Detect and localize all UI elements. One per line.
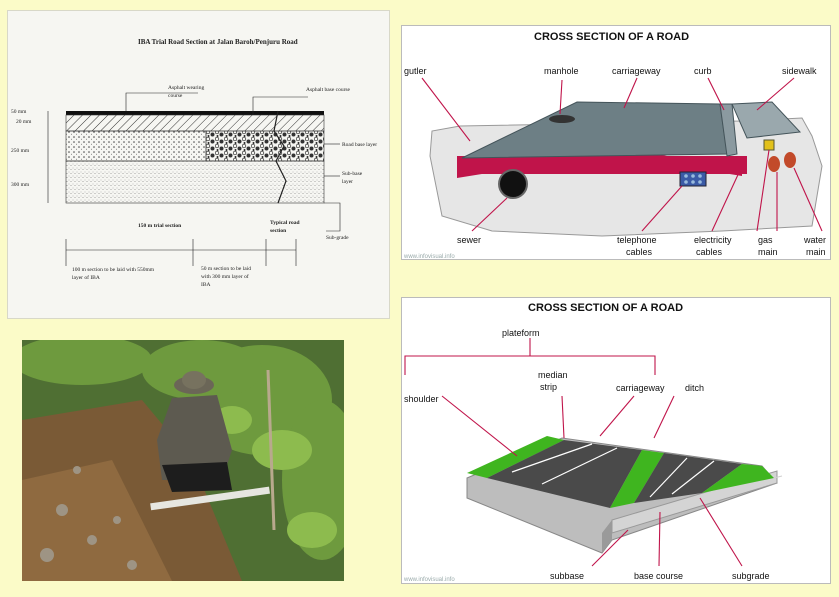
manhole-cover <box>549 115 575 123</box>
person-pants <box>162 462 232 492</box>
label-typical-2: section <box>270 228 286 234</box>
electricity-cable-box <box>763 139 775 151</box>
shoulder-green-right <box>702 464 774 493</box>
label-subbase-2: layer <box>342 179 353 185</box>
dim-250mm: 250 mm <box>11 148 30 154</box>
break-line <box>273 110 287 204</box>
label-median: median <box>538 370 568 380</box>
label-asphalt-wearing: Asphalt wearing <box>168 85 204 91</box>
label-ditch: ditch <box>685 383 704 393</box>
sewer-pipe <box>498 169 528 199</box>
shoulder-green-left <box>467 436 564 478</box>
label-curb: curb <box>694 66 712 76</box>
label-subbase: subbase <box>550 571 584 581</box>
label-typical: Typical road <box>270 220 300 226</box>
label-water: water <box>803 235 826 245</box>
label-carriageway-1: carriageway <box>612 66 661 76</box>
note-1a: 100 m section to be laid with 550mm <box>72 267 155 273</box>
carriageway-left <box>487 440 642 508</box>
label-asphalt-wearing-2: course <box>168 93 183 99</box>
urban-road-cross-section: CROSS SECTION OF A ROAD <box>401 25 831 260</box>
iba-layer <box>65 130 207 162</box>
water-main-pipe <box>784 152 796 168</box>
label-shoulder: shoulder <box>404 394 439 404</box>
dim-20mm: 20 mm <box>16 119 32 125</box>
sidewalk-surface <box>731 101 802 139</box>
label-strip: strip <box>540 382 557 392</box>
dim-50mm: 50 mm <box>11 109 27 115</box>
label-telephone: telephone <box>617 235 657 245</box>
label-electricity: electricity <box>694 235 732 245</box>
drawing-title: IBA Trial Road Section at Jalan Baroh/Pe… <box>138 38 298 46</box>
label-subgrade-rural: subgrade <box>732 571 770 581</box>
stake <box>266 369 276 531</box>
telephone-cable-duct <box>679 171 707 187</box>
label-manhole: manhole <box>544 66 579 76</box>
dim-300mm: 300 mm <box>11 182 30 188</box>
label-carriageway-2: carriageway <box>616 383 665 393</box>
note-2a: 50 m section to be laid <box>201 266 251 272</box>
carriageway-right <box>634 453 742 503</box>
base-course-layer <box>65 114 325 132</box>
label-electricity-2: cables <box>696 247 723 257</box>
label-subbase: Sub-base <box>342 171 363 177</box>
rural-road-cross-section: CROSS SECTION OF A ROAD <box>401 297 831 584</box>
field-survey-photo <box>22 340 344 581</box>
label-plateform: plateform <box>502 328 540 338</box>
label-asphalt-base: Asphalt base course <box>306 87 351 93</box>
trial-road-section-drawing: IBA Trial Road Section at Jalan Baroh/Pe… <box>7 10 390 319</box>
watermark-1: www.infovisual.info <box>403 254 455 260</box>
label-gas: gas <box>758 235 773 245</box>
label-base-course: base course <box>634 571 683 581</box>
plateform-bracket <box>404 355 656 375</box>
note-2c: IBA <box>201 282 211 288</box>
road-base-layer <box>205 130 325 162</box>
label-sidewalk: sidewalk <box>782 66 817 76</box>
label-water-2: main <box>806 247 826 257</box>
cross-section-title-2: CROSS SECTION OF A ROAD <box>528 302 683 314</box>
watermark-2: www.infovisual.info <box>403 577 455 583</box>
person-shirt <box>157 395 232 480</box>
label-gas-2: main <box>758 247 778 257</box>
label-trial-section: 150 m trial section <box>138 223 181 229</box>
road-slab-red <box>457 156 747 174</box>
label-gutter: gutler <box>404 66 427 76</box>
note-1b: layer of IBA <box>72 274 100 281</box>
note-2b: with 300 mm layer of <box>201 273 249 280</box>
label-subgrade: Sub-grade <box>326 235 349 241</box>
spirit-level <box>150 486 270 511</box>
gas-main-pipe <box>768 156 780 172</box>
label-sewer: sewer <box>457 235 481 245</box>
cross-section-title-1: CROSS SECTION OF A ROAD <box>534 31 689 43</box>
median-strip-green <box>610 450 664 508</box>
curb-block <box>719 103 738 157</box>
label-telephone-2: cables <box>626 247 653 257</box>
label-road-base: Road base layer <box>342 142 377 148</box>
wearing-course-layer <box>66 111 324 115</box>
